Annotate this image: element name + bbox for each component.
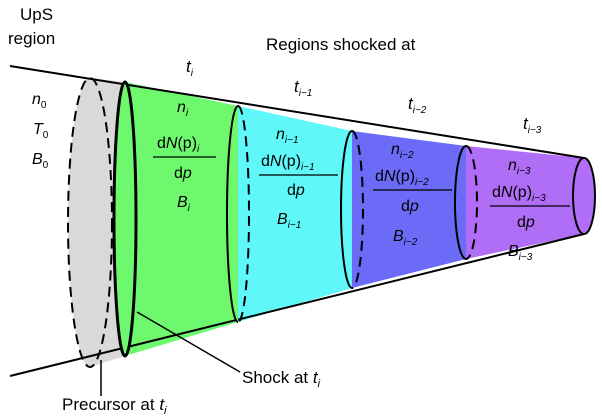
region-ti-3: [466, 146, 584, 259]
region-ti: [125, 82, 238, 356]
boundary-1-front: [226, 105, 239, 323]
svg-text:Bi−1: Bi−1: [277, 211, 301, 231]
boundary-2-front: [340, 130, 353, 289]
svg-text:dN(p)i−2: dN(p)i−2: [375, 168, 429, 188]
svg-text:Bi: Bi: [177, 194, 191, 214]
svg-text:ni: ni: [177, 99, 189, 119]
upstream-params: n0 T0 B0: [32, 91, 49, 171]
ups-line1: UpS: [20, 5, 53, 24]
boundary-2-back: [351, 130, 364, 289]
cone-top-line: [9, 65, 585, 159]
shock-label: Shock at ti: [242, 368, 321, 390]
shock-pointer: [136, 311, 241, 373]
svg-text:ni−2: ni−2: [391, 141, 414, 161]
svg-text:ni−3: ni−3: [508, 157, 531, 177]
shock-front: [112, 80, 138, 358]
precursor-region: [68, 78, 125, 367]
region-3-params: ni−3 dN(p)i−3 dp Bi−3: [490, 157, 570, 263]
region-ti-2: [352, 131, 466, 288]
end-cap: [572, 157, 596, 235]
region-ti-1: [238, 106, 352, 322]
ups-line2: region: [8, 29, 55, 48]
svg-text:dp: dp: [174, 165, 192, 182]
svg-text:B0: B0: [32, 151, 49, 171]
svg-text:dp: dp: [287, 182, 305, 199]
svg-text:dN(p)i−3: dN(p)i−3: [492, 184, 546, 204]
region-0-params: ni dN(p)i dp Bi: [153, 99, 216, 214]
svg-text:dp: dp: [517, 214, 535, 231]
time-label-1: ti−1: [294, 77, 312, 99]
svg-text:T0: T0: [33, 121, 49, 141]
region-2-params: ni−2 dN(p)i−2 dp Bi−2: [373, 141, 452, 248]
precursor-front: [67, 77, 113, 368]
svg-text:Bi−2: Bi−2: [393, 228, 418, 248]
time-label-2: ti−2: [408, 94, 427, 116]
boundary-3-back: [465, 145, 478, 260]
time-label-3: ti−3: [523, 114, 542, 136]
time-label-0: ti: [186, 57, 194, 79]
cone-bottom-line: [9, 233, 585, 377]
svg-text:dp: dp: [401, 198, 419, 215]
svg-text:n0: n0: [32, 91, 47, 111]
svg-text:Bi−3: Bi−3: [508, 243, 533, 263]
region-1-params: ni−1 dN(p)i−1 dp Bi−1: [259, 126, 338, 231]
boundary-3-front: [454, 145, 467, 260]
heading: Regions shocked at: [266, 35, 416, 54]
svg-text:ni−1: ni−1: [276, 126, 299, 146]
precursor-label: Precursor at ti: [62, 395, 167, 417]
svg-text:dN(p)i: dN(p)i: [157, 135, 200, 155]
svg-text:dN(p)i−1: dN(p)i−1: [261, 153, 315, 173]
